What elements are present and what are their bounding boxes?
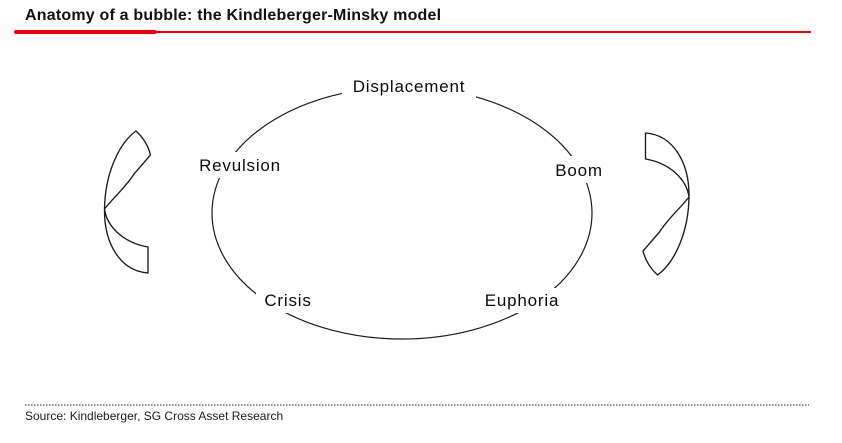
label-mask-boom xyxy=(548,156,611,183)
source-note: Source: Kindleberger, SG Cross Asset Res… xyxy=(25,409,284,423)
label-mask-crisis xyxy=(256,288,321,313)
footer-divider xyxy=(25,404,809,406)
label-mask-euphoria xyxy=(476,288,569,313)
stage-label-boom: Boom xyxy=(555,161,603,180)
page-title: Anatomy of a bubble: the Kindleberger-Mi… xyxy=(25,7,442,24)
label-mask-revulsion xyxy=(192,152,289,178)
curved-arrow-down-icon xyxy=(642,132,690,276)
title-underline-accent xyxy=(14,30,157,34)
stage-label-displacement: Displacement xyxy=(353,77,466,96)
title-underline-rule xyxy=(155,31,811,33)
label-mask-displacement xyxy=(342,76,476,99)
stage-label-euphoria: Euphoria xyxy=(485,291,559,310)
stage-label-revulsion: Revulsion xyxy=(199,156,281,175)
curved-arrow-up-icon xyxy=(103,130,152,274)
stage-label-crisis: Crisis xyxy=(264,291,311,310)
